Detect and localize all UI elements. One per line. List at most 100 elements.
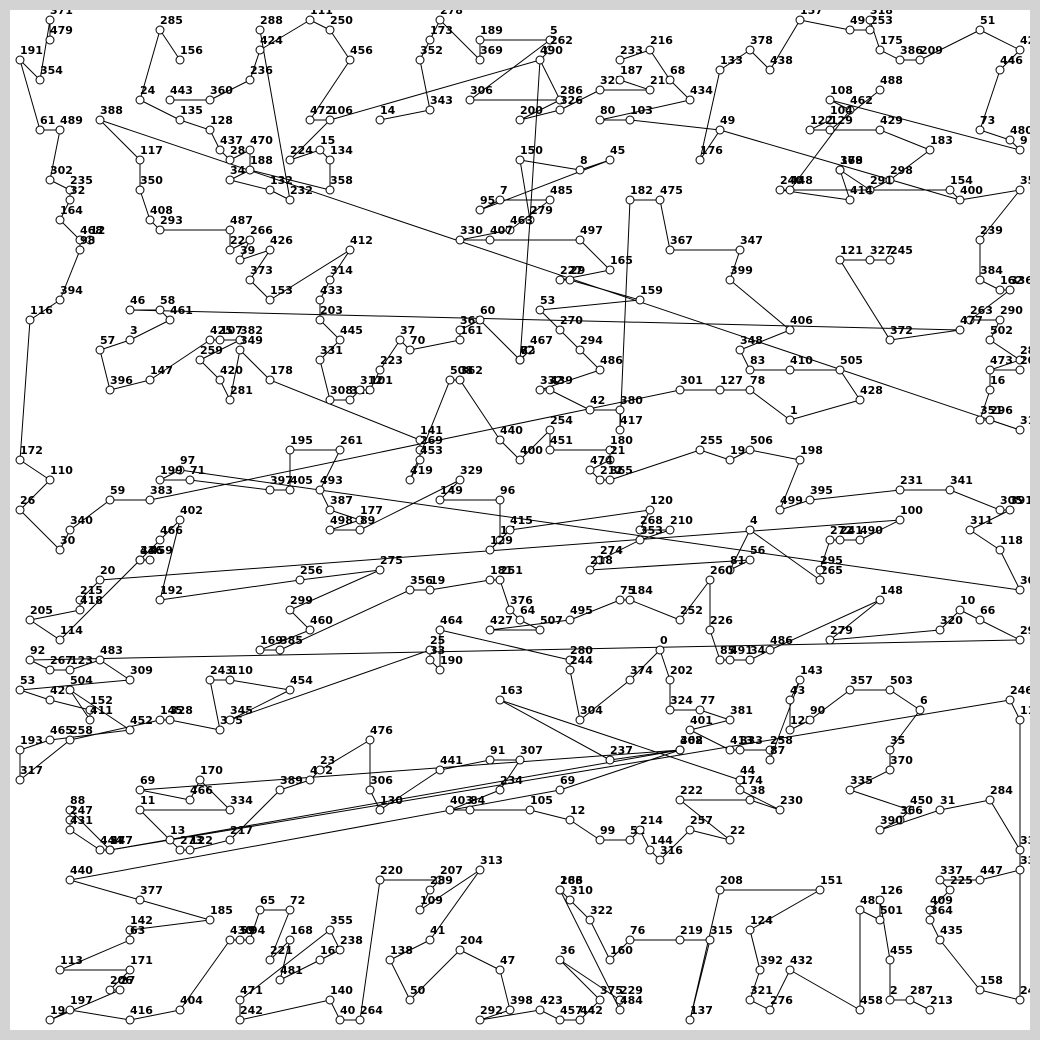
graph-node: 301 (675, 374, 703, 395)
node-circle (495, 435, 505, 445)
node-circle (545, 385, 555, 395)
node-circle (75, 595, 85, 605)
edge (19, 509, 61, 551)
node-label: 89 (360, 514, 375, 527)
edge (769, 19, 801, 71)
node-label: 458 (860, 994, 883, 1007)
node-circle (255, 25, 265, 35)
node-label: 92 (30, 644, 45, 657)
node-label: 296 (990, 404, 1013, 417)
graph-node: 316 (655, 844, 683, 865)
edge (209, 679, 221, 731)
graph-node: 50 (405, 984, 426, 1005)
graph-node: 85 (715, 644, 735, 665)
node-label: 109 (420, 894, 443, 907)
graph-node: 239 (975, 224, 1003, 245)
edge (69, 829, 101, 851)
node-circle (45, 175, 55, 185)
node-label: 371 (50, 10, 73, 17)
node-circle (335, 445, 345, 455)
graph-node: 381 (725, 704, 753, 725)
edge (629, 599, 681, 621)
graph-node: 341 (945, 474, 973, 495)
node-circle (15, 505, 25, 515)
node-circle (845, 25, 855, 35)
node-label: 129 (830, 114, 853, 127)
edge (979, 869, 1021, 881)
node-circle (45, 1015, 55, 1025)
node-circle (365, 785, 375, 795)
node-label: 78 (750, 374, 765, 387)
graph-node: 448 (785, 174, 813, 195)
node-label: 237 (610, 744, 633, 757)
edge (129, 1009, 181, 1021)
graph-node: 373 (245, 264, 273, 285)
edge (769, 969, 791, 1011)
node-circle (765, 645, 775, 655)
graph-node: 412 (345, 234, 373, 255)
edge (279, 959, 321, 981)
node-label: 333 (740, 734, 763, 747)
node-label: 357 (850, 674, 873, 687)
node-circle (705, 575, 715, 585)
node-label: 284 (990, 784, 1013, 797)
node-circle (245, 275, 255, 285)
node-circle (725, 455, 735, 465)
edge (409, 339, 461, 351)
edge (609, 939, 631, 961)
node-label: 291 (870, 174, 893, 187)
node-label: 132 (270, 174, 293, 187)
node-circle (425, 645, 435, 655)
graph-node: 169 (255, 634, 283, 655)
node-circle (895, 485, 905, 495)
edge (969, 529, 1001, 551)
node-circle (765, 755, 775, 765)
node-circle (805, 125, 815, 135)
edge (139, 99, 181, 121)
node-label: 327 (870, 244, 893, 257)
edge (249, 169, 331, 191)
node-label: 418 (80, 594, 103, 607)
node-label: 435 (940, 924, 963, 937)
node-label: 348 (740, 334, 763, 347)
node-label: 41 (430, 924, 445, 937)
node-circle (225, 225, 235, 235)
graph-node: 465 (45, 724, 73, 745)
node-circle (625, 115, 635, 125)
graph-node: 259 (195, 344, 223, 365)
edge (749, 929, 761, 971)
graph-node: 236 (245, 64, 273, 85)
node-label: 295 (820, 554, 843, 567)
graph-node: 21 (605, 444, 625, 465)
edge (269, 909, 291, 961)
node-circle (265, 375, 275, 385)
graph-node: 409 (925, 894, 953, 915)
node-circle (235, 345, 245, 355)
node-label: 367 (670, 234, 693, 247)
graph-node: 175 (875, 34, 903, 55)
node-label: 466 (190, 784, 213, 797)
node-label: 213 (930, 994, 953, 1007)
graph-node: 402 (175, 504, 203, 525)
edge (229, 689, 291, 721)
graph-node: 177 (355, 504, 383, 525)
edge (129, 309, 961, 331)
graph-node: 504 (65, 674, 93, 695)
graph-node: 477 (955, 314, 983, 335)
node-circle (975, 985, 985, 995)
node-label: 114 (60, 624, 83, 637)
graph-node: 462 (845, 94, 873, 115)
node-label: 381 (730, 704, 753, 717)
edge (239, 349, 271, 381)
edge (749, 529, 821, 581)
graph-node: 182 (625, 184, 653, 205)
node-label: 13 (170, 824, 185, 837)
node-circle (495, 785, 505, 795)
graph-node: 96 (495, 484, 516, 505)
node-circle (665, 75, 675, 85)
graph-node: 339 (1015, 834, 1030, 855)
node-circle (25, 315, 35, 325)
node-label: 97 (180, 454, 195, 467)
edge (289, 119, 331, 161)
